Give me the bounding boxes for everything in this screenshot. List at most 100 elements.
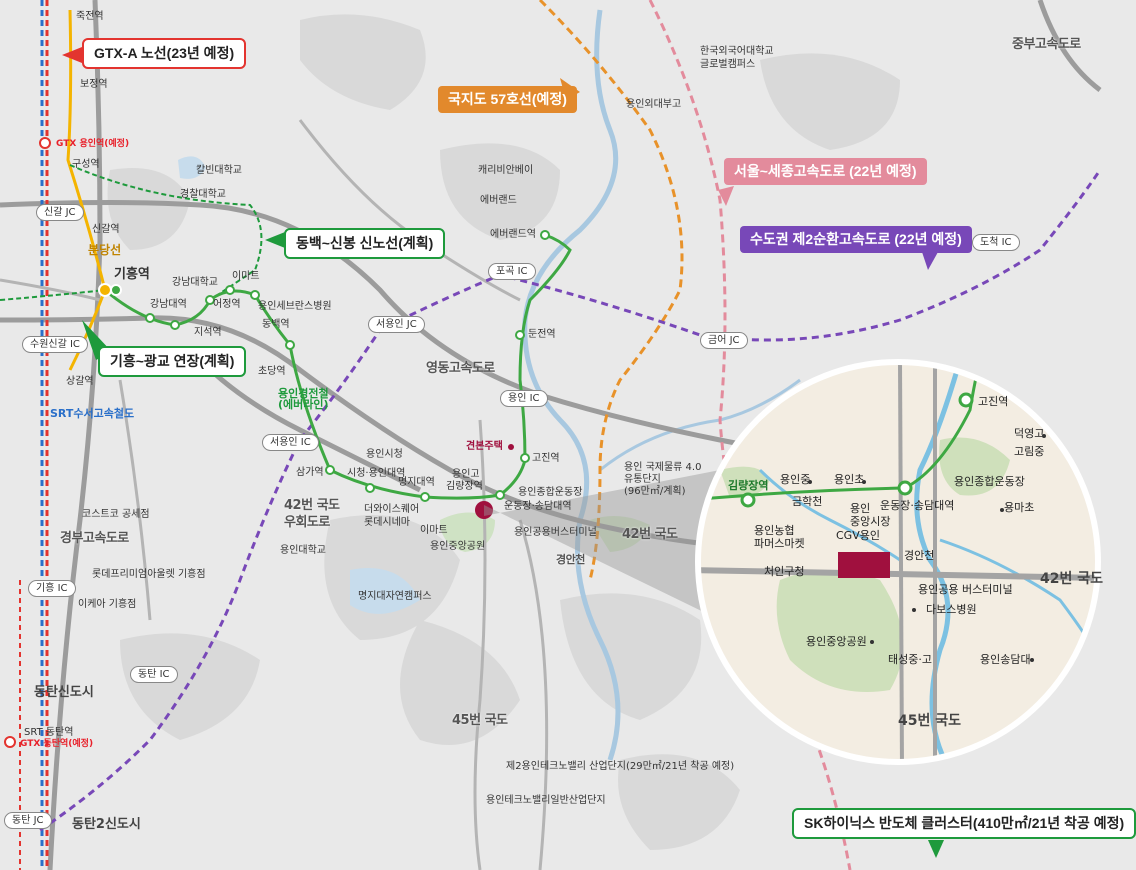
- label-bypass42: 42번 국도 우회도로: [284, 498, 340, 530]
- label-kalvin: 칼빈대학교: [196, 165, 242, 176]
- label-gtx-yongin: GTX 용인역(예정): [56, 139, 130, 149]
- inset-route42: 42번 국도: [1040, 571, 1103, 587]
- label-everland-stn: 에버랜드역: [490, 229, 536, 240]
- inset-poi-dot: [1042, 434, 1046, 438]
- label-gimnyangjang: 김량장역: [446, 481, 483, 492]
- label-everline: 용인경전철 (에버라인): [278, 387, 329, 411]
- giheung-callout: 기흥~광교 연장(계획): [98, 346, 247, 377]
- label-yongin-univ: 용인대학교: [280, 545, 326, 556]
- label-logistics: 용인 국제물류 4.0 유통단지 (96만㎡/계획): [624, 462, 702, 497]
- label-techno1: 용인테크노밸리일반산업단지: [486, 795, 606, 806]
- label-singal: 신갈역: [92, 224, 120, 235]
- ring2-callout-pointer: [922, 252, 938, 270]
- ic-geumeo: 금어 JC: [700, 332, 748, 349]
- inset-poi-dot: [1000, 508, 1004, 512]
- inset-bus-terminal: 용인공용 버스터미널: [918, 583, 1013, 596]
- everline-stations: [145, 230, 550, 502]
- sk-callout-pointer: [928, 840, 944, 858]
- inset-circle: [695, 359, 1101, 765]
- route57-callout: 국지도 57호선(예정): [438, 86, 577, 113]
- label-lotte-outlet: 롯데프리미엄아울렛 기흥점: [92, 569, 206, 580]
- lake-areas: [178, 156, 420, 614]
- inset-cgv: CGV용인: [836, 529, 880, 542]
- ic-yongin: 용인 IC: [500, 390, 548, 407]
- inset-poi-dot: [870, 640, 874, 644]
- inset-poi-dot: [1030, 658, 1034, 662]
- label-dongbaek: 동백역: [262, 319, 290, 330]
- label-gyeongan: 경안천: [556, 553, 585, 566]
- inset-dabos: 다보스병원: [926, 603, 977, 616]
- inset-yongin-elem: 용인초: [834, 473, 865, 486]
- label-bundang-line: 분당선: [88, 243, 122, 257]
- dongbaek-planned-line: [69, 164, 263, 301]
- inset-geumhakcheon: 금학천: [792, 495, 823, 508]
- gtx-a-callout: GTX-A 노선(23년 예정): [82, 38, 247, 69]
- ic-giheung: 기흥 IC: [28, 580, 76, 597]
- label-dunjeon: 둔전역: [528, 329, 556, 340]
- ic-seoyongin-ic: 서용인 IC: [262, 434, 319, 451]
- site-marker: [475, 501, 493, 519]
- label-yeongdong: 영동고속도로: [426, 361, 495, 376]
- label-model-house: 견본주택: [466, 441, 503, 452]
- inset-poi-dot: [912, 608, 916, 612]
- label-bus-terminal: 용인공용버스터미널: [514, 527, 597, 538]
- inset-taeseong: 태성중·고: [888, 653, 932, 666]
- ic-seoyongin-jc: 서용인 JC: [368, 316, 425, 333]
- label-emart1: 이마트: [232, 271, 260, 282]
- label-yongin-park: 용인중앙공원: [430, 541, 486, 552]
- label-jukjeon: 죽전역: [76, 11, 104, 22]
- inset-content: [701, 365, 1095, 759]
- label-severance: 용인세브란스병원: [258, 301, 332, 312]
- label-giheung: 기흥역: [114, 267, 150, 282]
- inset-stadium: 운동장·송담대역: [880, 499, 955, 512]
- giheung-gwanggyo-line: [0, 289, 106, 301]
- label-eojeong: 어정역: [213, 299, 241, 310]
- label-gangnam-stn: 강남대역: [150, 299, 187, 310]
- label-dongtan2: 동탄2신도시: [72, 817, 141, 832]
- ic-singal-jc: 신갈 JC: [36, 204, 84, 221]
- label-caribbean: 캐리비안베이: [478, 165, 534, 176]
- label-gyeongbu: 경부고속도로: [60, 531, 129, 546]
- label-gtx-dongtan: GTX 동탄역(예정): [20, 739, 94, 749]
- label-jiseok: 지석역: [194, 327, 222, 338]
- giheung-everline-marker: [110, 284, 122, 296]
- label-lotte-cinema: 더와이스퀘어 롯데시네마: [364, 504, 420, 528]
- label-hufs: 한국외국어대학교 글로벌캠퍼스: [700, 46, 774, 70]
- ring2-line: [39, 169, 1102, 832]
- inset-park: 용인중앙공원: [806, 635, 867, 648]
- label-sanggal: 상갈역: [66, 376, 94, 387]
- gtx-callout-pointer: [62, 47, 82, 63]
- inset-nonghyup: 용인농협 파머스마켓: [754, 524, 805, 551]
- inset-yongma: 용마초: [1004, 501, 1035, 514]
- seoul-sejong-callout-pointer: [718, 186, 734, 206]
- gtx-dongtan-station: [4, 736, 16, 748]
- ic-suwon-singal: 수원신갈 IC: [22, 336, 88, 353]
- inset-route45: 45번 국도: [898, 713, 961, 729]
- label-stadium-stn: 운동장·송담대역: [504, 501, 572, 512]
- label-gangnam-univ: 강남대학교: [172, 277, 218, 288]
- dongbaek-callout: 동백~신봉 신노선(계획): [284, 228, 446, 259]
- label-route45: 45번 국도: [452, 713, 508, 728]
- label-guseong: 구성역: [72, 159, 100, 170]
- inset-deokyeong: 덕영고: [1014, 427, 1045, 440]
- label-techno2: 제2용인테크노밸리 산업단지(29만㎡/21년 착공 예정): [506, 761, 735, 772]
- map-base-svg: [0, 0, 1102, 870]
- ic-pogok: 포곡 IC: [488, 263, 536, 280]
- route57-line: [538, 0, 684, 581]
- ring2-callout: 수도권 제2순환고속도로 (22년 예정): [740, 226, 972, 253]
- label-gojin: 고진역: [532, 453, 560, 464]
- label-cityhall-stn: 시청·용인대역: [347, 468, 406, 479]
- label-srt: SRT수서고속철도: [50, 407, 135, 420]
- ic-dongtan-jc: 동탄 JC: [4, 812, 52, 829]
- inset-poi-dot: [862, 480, 866, 484]
- inset-cheoin: 처인구청: [764, 565, 805, 578]
- label-yongin-high: 용인고: [452, 469, 480, 480]
- label-police-univ: 경찰대학교: [180, 189, 226, 200]
- giheung-station-marker: [98, 283, 112, 297]
- sk-callout: SK하이닉스 반도체 클러스터(410만㎡/21년 착공 예정): [792, 808, 1136, 839]
- label-myeongji-campus: 명지대자연캠퍼스: [358, 591, 432, 602]
- label-yongin-stadium: 용인종합운동장: [518, 487, 583, 498]
- label-emart2: 이마트: [420, 525, 448, 536]
- label-srt-dongtan: SRT 동탄역: [24, 727, 74, 738]
- gtx-yongin-station: [39, 137, 51, 149]
